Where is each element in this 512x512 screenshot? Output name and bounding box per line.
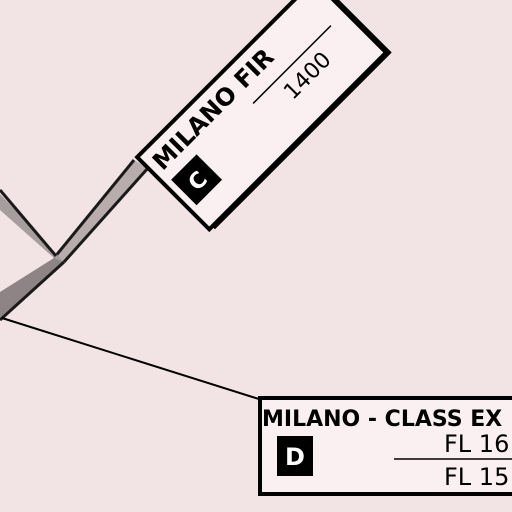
cta-class-letter: D <box>285 443 305 471</box>
cta-label-name: MILANO - CLASS EX <box>262 407 502 432</box>
boundary-edge-nw <box>0 189 58 257</box>
cta-lower-level: FL 15 <box>444 463 509 491</box>
cta-label: MILANO - CLASS EX D FL 16 FL 15 <box>258 396 512 496</box>
boundary-edge-ne-inner <box>62 167 150 263</box>
fir-label-box <box>134 0 389 233</box>
cta-upper-level: FL 16 <box>444 430 509 458</box>
fir-level-divider <box>252 25 332 104</box>
airspace-boundary-band-sw <box>0 258 64 318</box>
cta-class-badge <box>277 436 313 476</box>
boundary-edge-ne-outer <box>52 159 136 259</box>
boundary-edge-sw <box>0 260 66 322</box>
label-leader-line <box>1 317 263 401</box>
airspace-boundary-band-ne <box>54 160 148 262</box>
fir-label: MILANO FIR C 1400 <box>134 0 392 233</box>
